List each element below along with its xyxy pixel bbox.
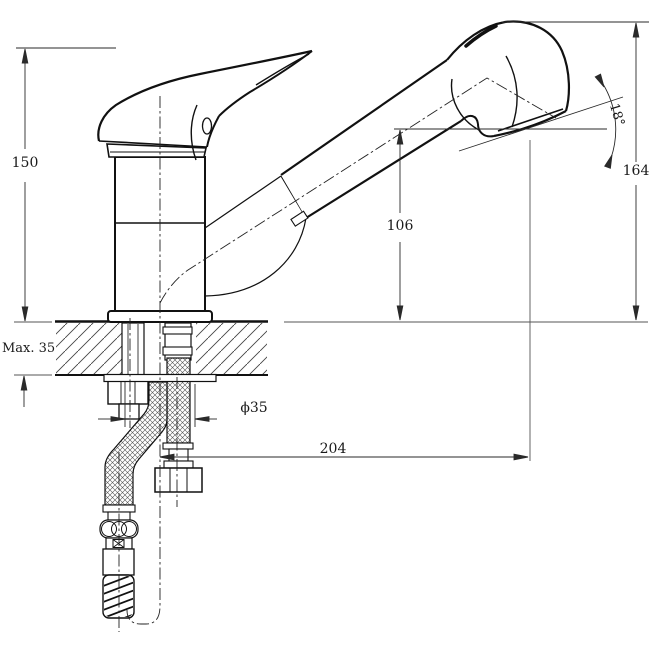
dim-outlet-height-label: 106 [386, 218, 414, 234]
center-lines [118, 77, 557, 632]
counter-slab [14, 320, 648, 376]
dim-overall-height-label: 164 [622, 163, 650, 179]
handle-crease [190, 104, 198, 161]
lever-handle [97, 49, 313, 161]
body-cap [106, 143, 207, 158]
spray-head [446, 20, 570, 138]
dim-hole-diameter-label: ϕ35 [240, 400, 268, 416]
handle-pivot [201, 117, 213, 135]
spout [204, 55, 482, 297]
pullout-hose [99, 381, 168, 619]
wand-clip [290, 210, 309, 227]
dim-total-height-label: 150 [11, 155, 39, 171]
dim-reach-label: 204 [319, 441, 347, 457]
dimension-lines [16, 21, 649, 461]
faucet-body [106, 143, 213, 323]
dim-max-thickness-label: Max. 35 [2, 341, 56, 356]
